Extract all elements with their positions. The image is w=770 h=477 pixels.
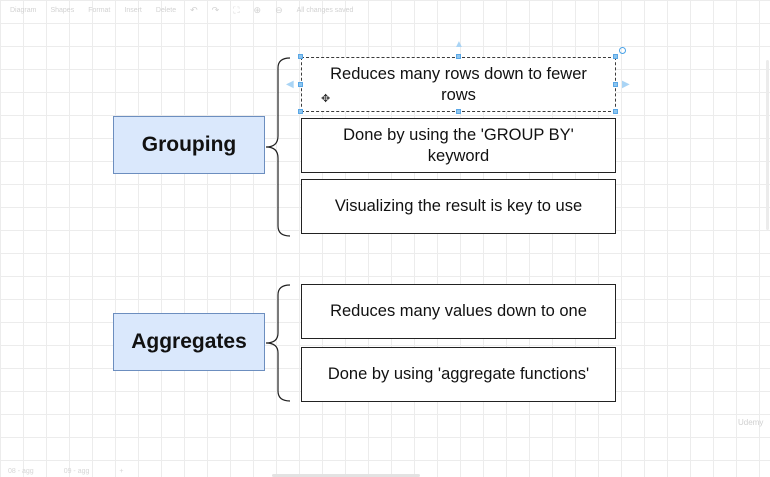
resize-handle-n[interactable] bbox=[456, 54, 461, 59]
horizontal-scrollbar[interactable] bbox=[272, 474, 420, 477]
delete-menu[interactable]: Delete bbox=[155, 6, 177, 14]
undo-icon[interactable]: ↶ bbox=[190, 4, 198, 15]
aggregates-brace bbox=[265, 284, 291, 402]
grouping-item-2[interactable]: Done by using the 'GROUP BY' keyword bbox=[301, 118, 616, 173]
resize-handle-s[interactable] bbox=[456, 109, 461, 114]
fit-icon[interactable]: ⛶ bbox=[233, 4, 240, 15]
zoom-in-icon[interactable]: ⊕ bbox=[253, 4, 262, 15]
aggregates-item-1[interactable]: Reduces many values down to one bbox=[301, 284, 616, 339]
format-menu[interactable]: Format bbox=[88, 6, 111, 14]
vertical-scrollbar[interactable] bbox=[766, 60, 769, 230]
rotate-handle-icon[interactable] bbox=[619, 47, 626, 54]
connect-arrow-right-icon[interactable]: ▶ bbox=[622, 79, 630, 90]
zoom-out-icon[interactable]: ⊖ bbox=[275, 4, 283, 15]
grouping-brace bbox=[265, 57, 291, 237]
aggregates-box[interactable]: Aggregates bbox=[113, 313, 265, 371]
page-tabs: 08 - agg 09 - agg + bbox=[0, 466, 770, 477]
resize-handle-nw[interactable] bbox=[298, 54, 303, 59]
redo-icon[interactable]: ↷ bbox=[211, 4, 220, 15]
grouping-item-3[interactable]: Visualizing the result is key to use bbox=[301, 179, 616, 234]
grouping-item-1[interactable]: Reduces many rows down to fewer rows bbox=[301, 57, 616, 112]
udemy-watermark: Udemy bbox=[738, 418, 764, 427]
toolbar: Diagram Shapes Format Insert Delete ↶ ↷ … bbox=[0, 0, 770, 20]
save-status: All changes saved bbox=[296, 6, 354, 14]
resize-handle-se[interactable] bbox=[613, 109, 618, 114]
shapes-menu[interactable]: Shapes bbox=[50, 6, 75, 14]
connect-arrow-up-icon[interactable]: ▲ bbox=[454, 39, 464, 50]
resize-handle-e[interactable] bbox=[613, 82, 618, 87]
page-tab-1[interactable]: 08 - agg bbox=[8, 468, 34, 475]
add-page-icon[interactable]: + bbox=[119, 468, 124, 475]
resize-handle-w[interactable] bbox=[298, 82, 303, 87]
resize-handle-sw[interactable] bbox=[298, 109, 303, 114]
move-cursor-icon: ✥ bbox=[321, 93, 331, 105]
aggregates-item-2[interactable]: Done by using 'aggregate functions' bbox=[301, 347, 616, 402]
resize-handle-ne[interactable] bbox=[613, 54, 618, 59]
insert-menu[interactable]: Insert bbox=[124, 6, 142, 14]
page-tab-2[interactable]: 09 - agg bbox=[63, 468, 90, 475]
grouping-box[interactable]: Grouping bbox=[113, 116, 265, 174]
diagram-menu[interactable]: Diagram bbox=[10, 6, 37, 14]
connect-arrow-left-icon[interactable]: ◀ bbox=[286, 79, 294, 90]
